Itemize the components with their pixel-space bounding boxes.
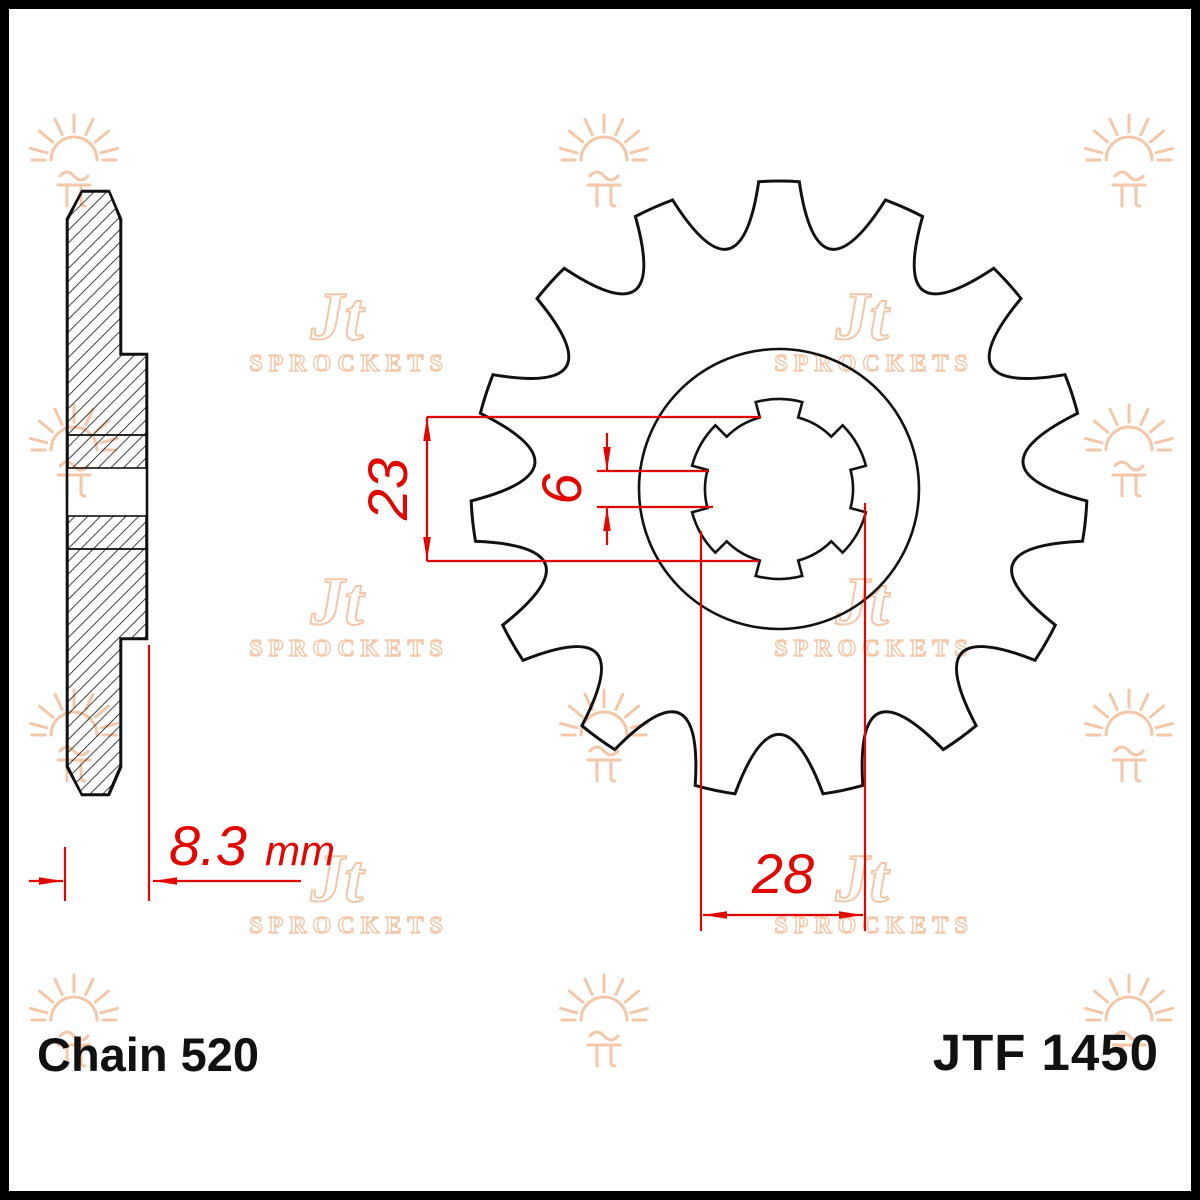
chain-size-label: Chain 520 [37,1028,260,1081]
jt-logo-text: Jt [310,564,366,639]
jt-logo-text: Jt [310,279,366,354]
sprocket-drawing: 23 6 28 8.3 mm [29,179,1089,931]
jt-logo-text: Jt [835,279,891,354]
side-view-hatch-upper [67,191,147,436]
dim-23-label: 23 [356,458,419,521]
side-view-spline-block-top [67,434,147,469]
dim-6-label: 6 [530,473,593,505]
dimension-28: 28 [699,503,867,931]
jt-logo-subtext: SPROCKETS [774,636,973,662]
jt-sun-watermark-icon [1084,403,1174,498]
jt-sun-watermark-icon [559,973,649,1068]
jt-sun-watermark-icon [1084,113,1174,208]
jt-logo-subtext: SPROCKETS [774,351,973,377]
dim-83-unit-label: mm [265,827,335,874]
side-view-cross-section [65,189,149,797]
side-view-outline [65,189,149,797]
side-view-spline-block-bottom [67,515,147,550]
jt-logo-subtext: SPROCKETS [249,913,448,939]
jt-sun-watermark-icon [559,113,649,208]
dimension-23: 23 [356,415,761,563]
jt-sun-watermark-icon [29,973,119,1068]
jt-logo-subtext: SPROCKETS [249,351,448,377]
dim-83-label: 8.3 [169,814,247,877]
sprocket-teeth-outline [469,179,1089,796]
jt-logo-subtext: SPROCKETS [249,636,448,662]
spline-bore-outline [690,397,868,581]
dimension-8-3: 8.3 mm [29,645,335,901]
side-view-hatch-lower [67,548,147,795]
part-number-label: JTF 1450 [932,1024,1159,1081]
jt-sun-watermark-icon [1084,973,1174,1068]
front-view-sprocket [469,179,1089,796]
jt-logo-text: Jt [835,841,891,916]
jt-logo-text: Jt [310,841,366,916]
dim-28-label: 28 [751,842,814,905]
hub-circle [637,347,921,631]
dimension-6: 6 [530,433,713,545]
jt-sun-watermark-icon [1084,688,1174,783]
